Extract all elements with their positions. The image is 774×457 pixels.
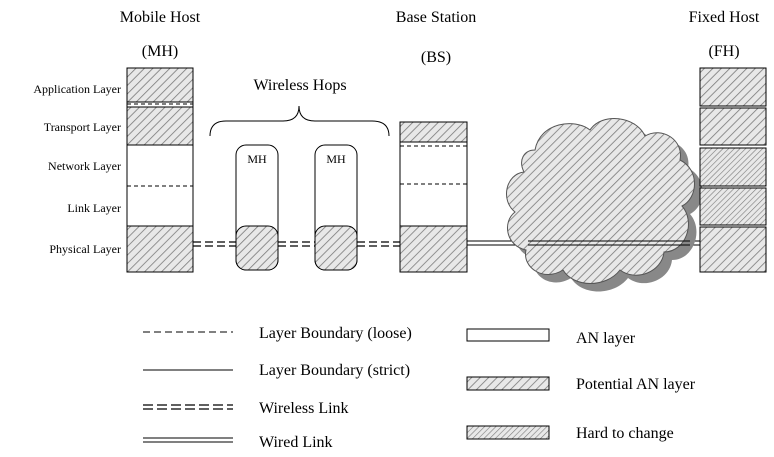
legend-hard-label: Hard to change [576,425,674,442]
layer-label-link: Link Layer [67,201,121,215]
mh-transport-layer [126,106,194,146]
fh-transport-layer [699,107,767,146]
bs-physical-layer [399,225,468,273]
cloud-body [506,118,695,284]
wireless-hop-1: MH [235,144,279,271]
fh-physical-layer [699,226,767,273]
network-cloud [506,118,703,292]
legend-wired-label: Wired Link [259,434,333,451]
mobile-host-stack [126,67,194,273]
layer-label-physical: Physical Layer [49,242,121,256]
fh-link-layer [699,187,767,226]
hop-1-physical [235,225,279,271]
hop-2-label: MH [326,152,346,166]
wireless-hops-brace [209,105,390,137]
legend: Layer Boundary (loose) Layer Boundary (s… [143,325,696,451]
fixed-host-title: Fixed Host [689,9,760,26]
wireless-hops-label: Wireless Hops [253,77,346,94]
mh-physical-layer [126,225,194,273]
layer-label-application: Application Layer [33,82,121,96]
fixed-host-stack [699,67,767,273]
wireless-links [193,241,400,247]
wireless-hop-2: MH [314,144,358,271]
legend-strict-label: Layer Boundary (strict) [259,362,410,379]
mobile-host-title: Mobile Host [120,9,201,26]
hop-1-label: MH [247,152,267,166]
legend-wireless-label: Wireless Link [259,400,349,417]
layer-label-network: Network Layer [48,159,121,173]
base-station-title: Base Station [396,9,476,26]
hop-2-physical [314,225,358,271]
mh-application-layer [126,67,194,103]
bs-transport-layer [399,121,468,143]
legend-potential-label: Potential AN layer [576,376,696,393]
legend-potential-swatch [466,376,550,391]
legend-an-label: AN layer [576,330,636,347]
fh-network-layer [699,147,767,187]
fh-application-layer [699,67,767,107]
legend-hard-swatch [466,425,550,440]
base-station-stack [399,121,468,273]
base-station-abbr: (BS) [421,49,451,66]
fixed-host-abbr: (FH) [708,43,739,60]
legend-an-swatch [466,328,550,342]
layer-label-transport: Transport Layer [44,120,121,134]
mobile-host-abbr: (MH) [142,43,178,60]
legend-loose-label: Layer Boundary (loose) [259,325,412,342]
